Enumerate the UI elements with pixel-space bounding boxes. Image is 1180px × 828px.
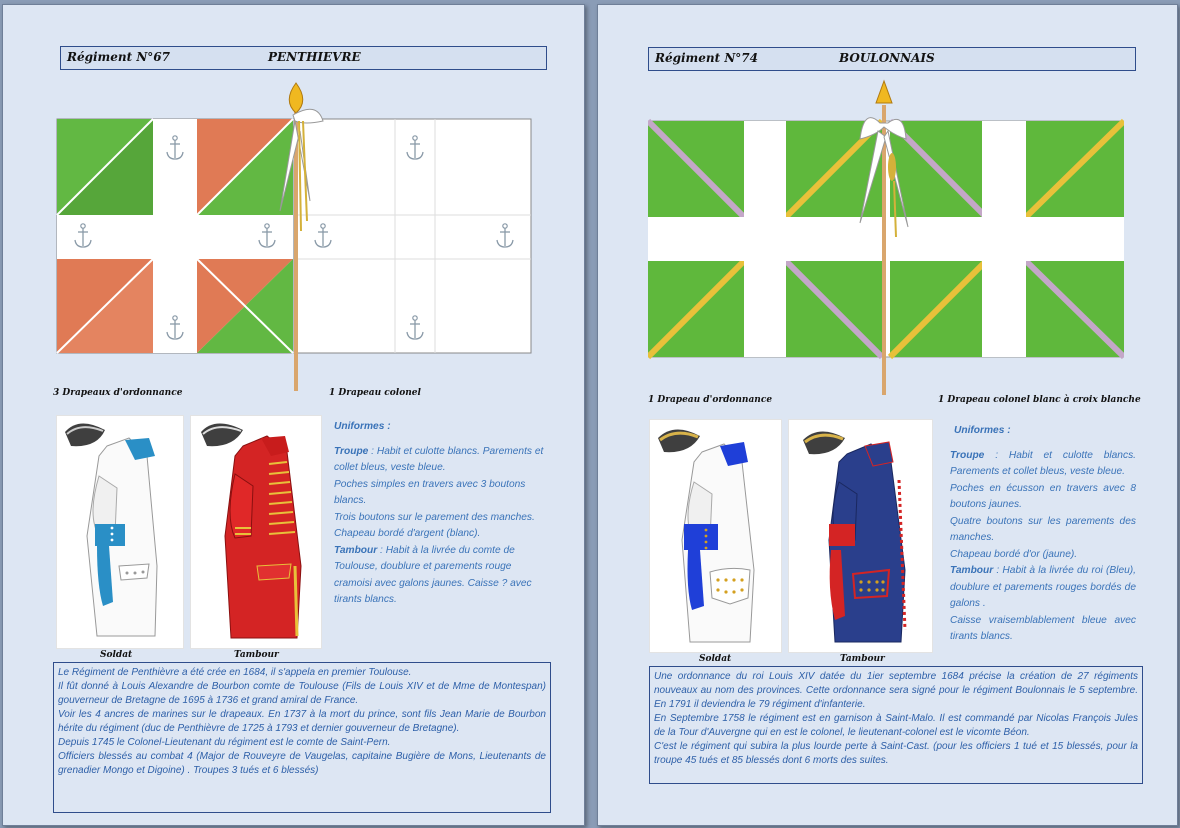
caption-ordonnance-flags: 3 Drapeaux d'ordonnance bbox=[53, 388, 183, 398]
regiment-title-box: Régiment N°67 PENTHIEVRE bbox=[60, 46, 547, 70]
history-paragraph: En Septembre 1758 le régiment est en gar… bbox=[654, 713, 1138, 738]
caption-colonel-flag: 1 Drapeau colonel bbox=[329, 388, 421, 398]
tambour-label: Tambour bbox=[334, 544, 378, 556]
soldat-uniform-image bbox=[649, 419, 782, 653]
tambour-label: Tambour bbox=[950, 565, 994, 576]
history-paragraph: Le Régiment de Penthièvre a été crée en … bbox=[58, 667, 412, 678]
caption-soldat: Soldat bbox=[699, 654, 732, 664]
troupe-label: Troupe bbox=[334, 445, 369, 457]
uniform-line-buttons: Trois boutons sur le parement des manche… bbox=[334, 511, 535, 523]
uniform-line-pockets: Poches simples en travers avec 3 boutons… bbox=[334, 478, 526, 507]
tambour-text: : Habit à la livrée du roi (Bleu), doubl… bbox=[950, 565, 1136, 609]
regiment-title-box: Régiment N°74 BOULONNAIS bbox=[648, 47, 1136, 71]
caption-colonel-flag: 1 Drapeau colonel blanc à croix blanche bbox=[938, 395, 1141, 405]
soldat-uniform-image bbox=[56, 415, 184, 649]
ordonnance-flag bbox=[56, 118, 294, 354]
regiment-number: Régiment N°74 bbox=[655, 51, 759, 65]
caption-tambour: Tambour bbox=[840, 654, 885, 664]
history-paragraph: C'est le régiment qui subira la plus lou… bbox=[654, 741, 1138, 766]
uniformes-heading: Uniformes : bbox=[954, 425, 1011, 436]
troupe-text: : Habit et culotte blancs. Parements et … bbox=[334, 445, 544, 474]
uniformes-heading: Uniformes : bbox=[334, 421, 391, 432]
regiment-number: Régiment N°67 bbox=[67, 50, 171, 64]
tambour-uniform-image bbox=[788, 419, 933, 653]
regiment-name: BOULONNAIS bbox=[839, 51, 935, 65]
left-page: Régiment N°67 PENTHIEVRE bbox=[2, 4, 585, 826]
uniform-line-hat: Chapeau bordé d'argent (blanc). bbox=[334, 528, 481, 539]
penthievre-flags-illustration bbox=[56, 82, 532, 391]
caption-tambour: Tambour bbox=[234, 650, 279, 660]
regiment-history-box: Le Régiment de Penthièvre a été crée en … bbox=[53, 662, 551, 813]
history-paragraph: Il fût donné à Louis Alexandre de Bourbo… bbox=[58, 681, 546, 706]
history-paragraph: Depuis 1745 le Colonel-Lieutenant du rég… bbox=[58, 737, 391, 748]
uniform-line-pockets: Poches en écusson en travers avec 8 bout… bbox=[950, 482, 1136, 511]
colonel-flag bbox=[294, 118, 532, 354]
regiment-history-box: Une ordonnance du roi Louis XIV datée du… bbox=[649, 666, 1143, 784]
boulonnais-flag-illustration bbox=[648, 79, 1124, 395]
history-paragraph: Officiers blessés au combat 4 (Major de … bbox=[58, 751, 546, 776]
history-paragraph: Voir les 4 ancres de marines sur le drap… bbox=[58, 709, 546, 734]
history-paragraph: Une ordonnance du roi Louis XIV datée du… bbox=[654, 671, 1138, 710]
caption-ordonnance-flag: 1 Drapeau d'ordonnance bbox=[648, 395, 773, 405]
troupe-text: : Habit et culotte blancs. Parements et … bbox=[950, 449, 1136, 478]
uniform-line-hat: Chapeau bordé d'or (jaune). bbox=[950, 548, 1078, 560]
right-page: Régiment N°74 BOULONNAIS bbox=[597, 4, 1178, 826]
troupe-label: Troupe bbox=[950, 449, 985, 461]
uniform-line-buttons: Quatre boutons sur les parements des man… bbox=[950, 515, 1136, 544]
flag-pole bbox=[279, 82, 324, 391]
tambour-uniform-image bbox=[190, 415, 322, 649]
flag-pole bbox=[859, 79, 909, 395]
uniformes-description: Uniformes : Troupe : Habit et culotte bl… bbox=[950, 423, 1136, 646]
caption-soldat: Soldat bbox=[100, 650, 133, 660]
regiment-name: PENTHIEVRE bbox=[268, 50, 361, 64]
tambour-text: : Habit à la livrée du comte de Toulouse… bbox=[334, 544, 532, 606]
uniformes-description: Uniformes : Troupe : Habit et culotte bl… bbox=[334, 419, 548, 609]
uniform-line-drum: Caisse vraisemblablement bleue avec tira… bbox=[950, 614, 1136, 643]
